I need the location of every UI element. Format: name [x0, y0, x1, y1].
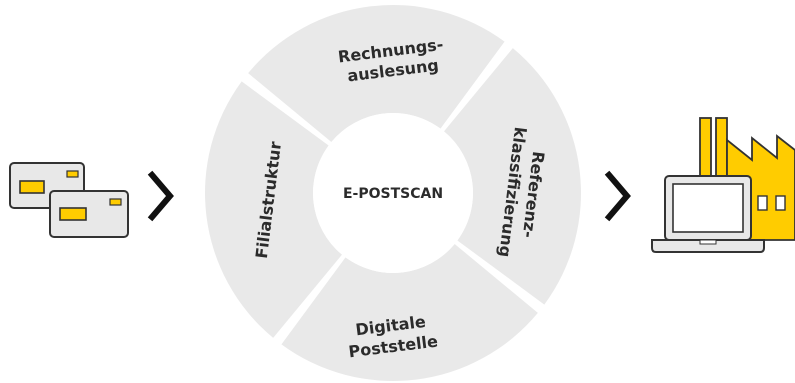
segment-top — [248, 4, 505, 143]
chevron-right-icon — [147, 170, 174, 222]
laptop-factory-icon — [651, 117, 795, 253]
envelopes-icon — [9, 162, 129, 238]
segment-bottom — [281, 243, 538, 381]
segment-right — [443, 48, 581, 305]
segment-left — [205, 81, 343, 338]
center-circle — [313, 113, 473, 273]
chevron-right-icon — [604, 170, 631, 222]
ring — [205, 4, 581, 381]
center-label: E-POSTSCAN — [343, 186, 443, 202]
